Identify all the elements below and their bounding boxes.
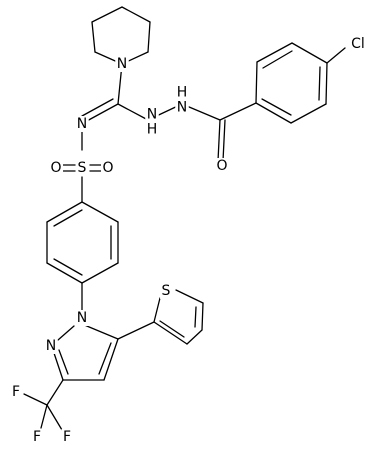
bond <box>53 209 83 227</box>
bond <box>261 98 292 116</box>
bond <box>58 349 69 375</box>
atom-label-background <box>61 429 73 445</box>
bond <box>81 201 119 223</box>
bond <box>91 21 96 53</box>
atom-o-sulfonyl-right: O <box>102 160 113 176</box>
atom-label-background <box>76 160 89 176</box>
bond <box>84 103 119 123</box>
atom-label-background <box>100 160 116 176</box>
bond <box>255 61 258 104</box>
atom-label-background <box>214 158 230 174</box>
atom-f-left: F <box>33 429 41 445</box>
atom-label-background <box>175 84 189 116</box>
bond <box>326 47 346 64</box>
atom-o-carbonyl: O <box>216 158 227 174</box>
atom-label-background <box>31 429 43 445</box>
bonds <box>23 6 346 431</box>
atom-s-thiophene: S <box>162 283 171 299</box>
bond <box>46 379 64 406</box>
atom-label-background <box>145 106 159 138</box>
bond <box>81 262 119 284</box>
bond <box>222 119 226 162</box>
bond <box>57 325 75 341</box>
bond <box>40 404 48 429</box>
bond <box>219 102 257 121</box>
bond <box>103 338 119 381</box>
atom-label-background <box>349 36 367 52</box>
bond <box>325 62 328 105</box>
atom-n-imine: N <box>77 116 87 132</box>
bond <box>53 352 64 381</box>
bond <box>262 50 293 69</box>
bond <box>81 323 119 340</box>
bond <box>117 103 149 121</box>
bond <box>46 404 63 431</box>
bond <box>117 321 155 340</box>
atom-label-line: H <box>147 122 158 138</box>
bond <box>217 119 221 162</box>
bond <box>46 201 83 223</box>
bond <box>46 262 83 284</box>
atom-s-sulfonyl: S <box>78 160 87 176</box>
atom-n-pyrrolidine: N <box>117 56 127 72</box>
bond <box>291 42 328 64</box>
bond <box>53 258 83 276</box>
atom-label-background <box>10 384 22 400</box>
bond <box>147 21 151 53</box>
bond <box>175 289 204 304</box>
bond <box>201 302 204 331</box>
atom-o-sulfonyl-left: O <box>50 160 61 176</box>
bond <box>186 329 203 345</box>
atom-label-background <box>48 160 64 176</box>
atom-label-background <box>115 56 129 72</box>
atom-cl: Cl <box>351 36 365 52</box>
bond <box>255 102 292 124</box>
bond <box>153 297 161 323</box>
bond <box>290 103 327 124</box>
atom-f-top: F <box>12 384 20 400</box>
atom-label-background <box>44 338 58 354</box>
atom-label-line: N <box>147 107 157 123</box>
atom-label-background <box>75 116 89 132</box>
atom-label-background <box>160 283 173 299</box>
bond <box>159 320 185 338</box>
bond <box>256 42 293 63</box>
bond <box>318 66 321 101</box>
atom-label-line: H <box>177 85 188 101</box>
bond <box>194 306 197 328</box>
atom-f-right: F <box>63 429 71 445</box>
atom-n-pyrazole-1: N <box>77 310 87 326</box>
bond <box>81 98 114 117</box>
atom-label-background <box>75 310 89 326</box>
bond <box>23 393 48 406</box>
bond <box>153 321 188 345</box>
atom-n-pyrazole-2: N <box>46 338 56 354</box>
atom-label-line: N <box>177 100 187 116</box>
bond <box>91 6 123 23</box>
bond <box>98 342 112 375</box>
bond <box>121 6 151 23</box>
